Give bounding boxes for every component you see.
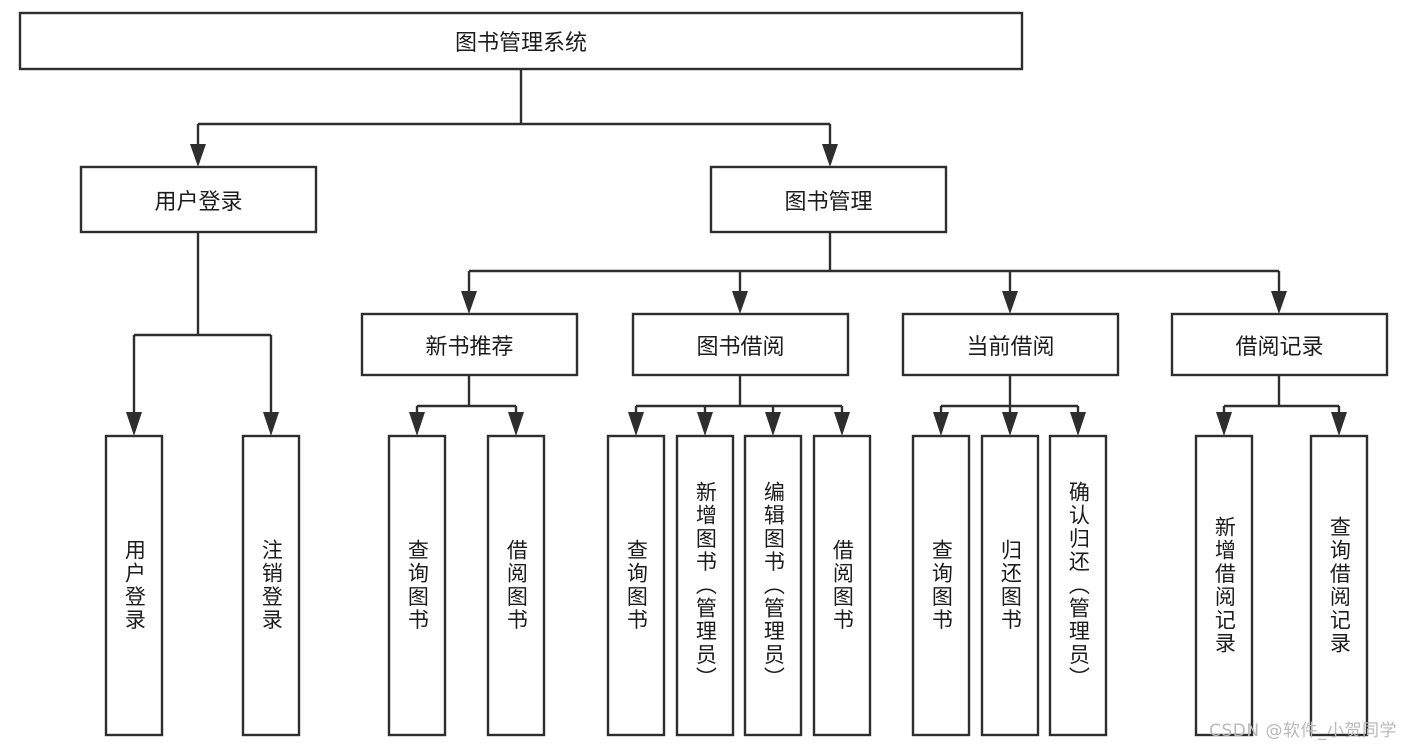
- leaf-user-login-box[interactable]: [104, 434, 164, 737]
- connector-userlogin-to-leaves: [126, 232, 279, 436]
- arrow-head-icon: [1216, 412, 1232, 436]
- arrow-head-icon: [1331, 412, 1347, 436]
- connector-currentborrow-to-leaves: [933, 375, 1086, 436]
- leaf-query-record-box[interactable]: [1309, 434, 1369, 737]
- node-root-box[interactable]: [18, 11, 1024, 71]
- connector-newbook-to-leaves: [409, 375, 524, 436]
- leaf-logout-login-box[interactable]: [241, 434, 301, 737]
- arrow-head-icon: [765, 412, 781, 436]
- connector-bookmgmt-to-level3: [461, 232, 1287, 314]
- connector-bookborrow-to-leaves: [628, 375, 850, 436]
- arrow-head-icon: [732, 291, 748, 314]
- arrow-head-icon: [834, 412, 850, 436]
- arrow-head-icon: [1070, 412, 1086, 436]
- node-book-management-box[interactable]: [709, 165, 948, 234]
- leaf-borrow-book-2-box[interactable]: [812, 434, 872, 737]
- leaf-add-book-box[interactable]: [675, 434, 735, 737]
- leaf-confirm-return-box[interactable]: [1048, 434, 1108, 737]
- leaf-query-book-1-box[interactable]: [387, 434, 447, 737]
- leaf-query-book-3-box[interactable]: [911, 434, 971, 737]
- leaf-query-book-2-box[interactable]: [606, 434, 666, 737]
- leaf-add-record-box[interactable]: [1194, 434, 1254, 737]
- arrow-head-icon: [409, 412, 425, 436]
- arrow-head-icon: [263, 412, 279, 436]
- arrow-head-icon: [1271, 291, 1287, 314]
- watermark-text: CSDN @软件_小贺同学: [1209, 721, 1397, 741]
- node-current-borrow-box[interactable]: [901, 312, 1120, 377]
- connector-borrowrecord-to-leaves: [1216, 375, 1347, 436]
- arrow-head-icon: [461, 291, 477, 314]
- arrow-head-icon: [1002, 291, 1018, 314]
- connector-root-to-level2: [190, 69, 838, 167]
- arrow-head-icon: [933, 412, 949, 436]
- arrow-head-icon: [126, 412, 142, 436]
- node-new-book-recommend-box[interactable]: [360, 312, 579, 377]
- node-book-borrow-box[interactable]: [631, 312, 850, 377]
- leaf-borrow-book-1-box[interactable]: [486, 434, 546, 737]
- node-user-login-box[interactable]: [79, 165, 318, 234]
- arrow-head-icon: [697, 412, 713, 436]
- leaf-edit-book-box[interactable]: [743, 434, 803, 737]
- arrow-head-icon: [628, 412, 644, 436]
- node-borrow-record-box[interactable]: [1170, 312, 1389, 377]
- arrow-head-icon: [190, 144, 206, 167]
- arrow-head-icon: [508, 412, 524, 436]
- leaf-return-book-box[interactable]: [980, 434, 1040, 737]
- arrow-head-icon: [1002, 412, 1018, 436]
- arrow-head-icon: [822, 144, 838, 167]
